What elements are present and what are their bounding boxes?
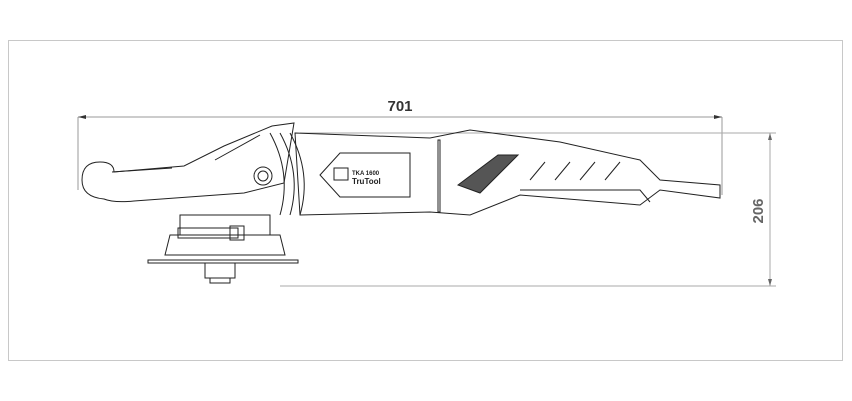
angle-polisher-drawing: [81, 122, 721, 284]
width-dimension: [77, 115, 723, 195]
height-dimension: [280, 132, 776, 287]
width-dimension-label: 701: [387, 98, 412, 115]
label-brand: TruTool: [352, 177, 381, 186]
drawing-frame: [8, 40, 843, 361]
label-model: TKA 1600: [352, 171, 380, 177]
height-dimension-label: 206: [750, 198, 767, 223]
